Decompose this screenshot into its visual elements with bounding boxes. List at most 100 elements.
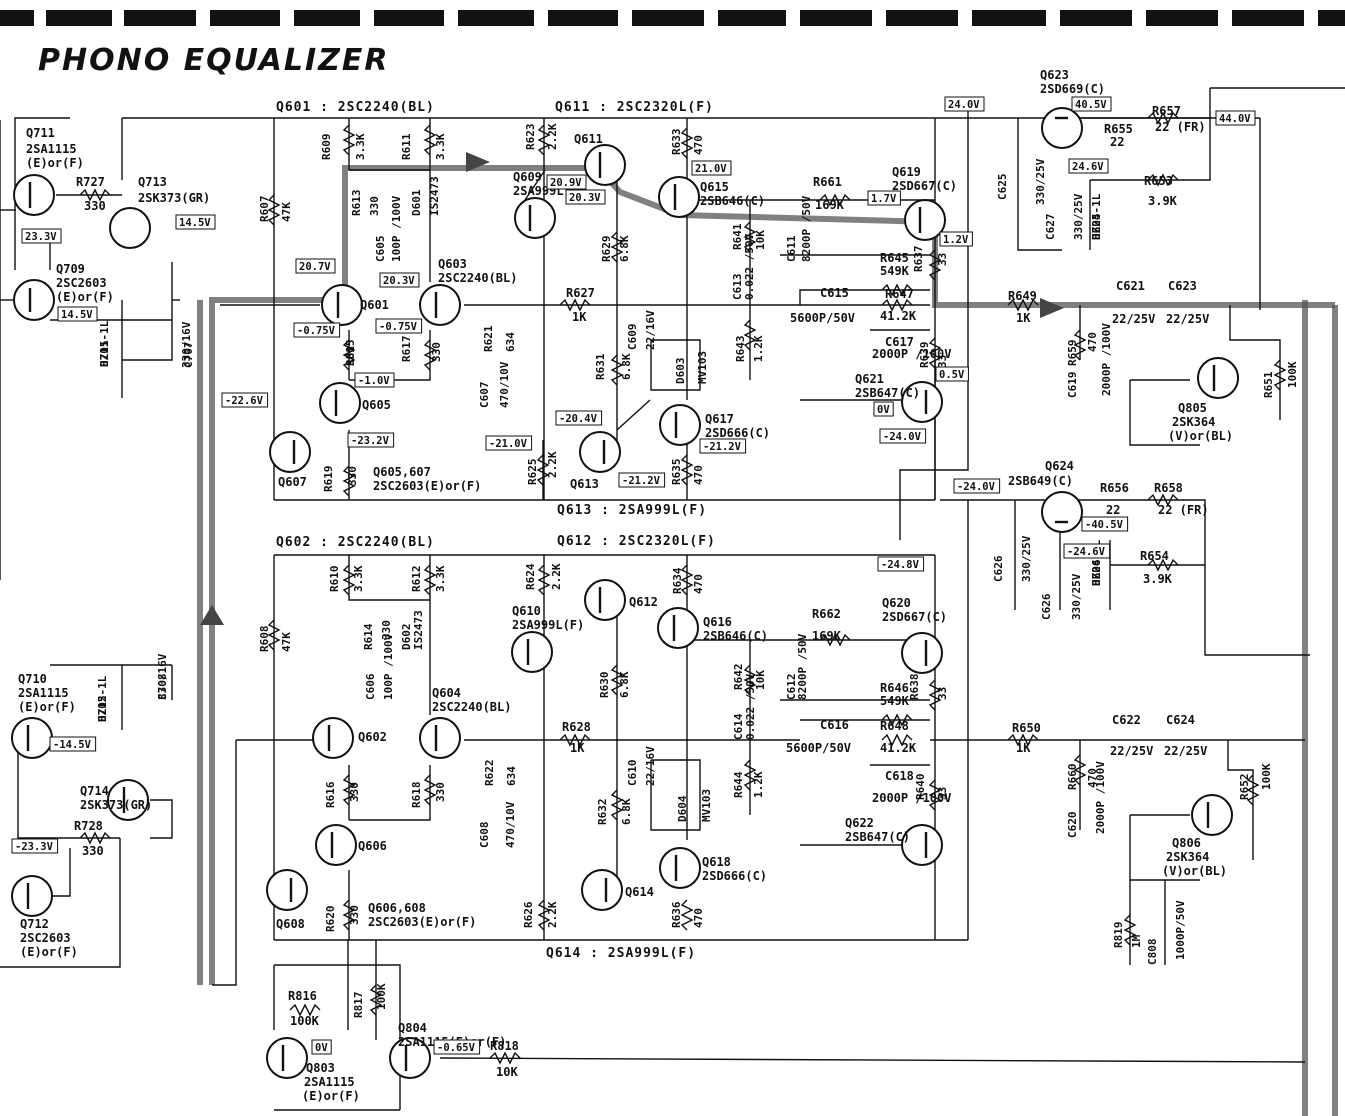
transistor-Q606-label: Q606 (358, 839, 387, 853)
component-R727-value: 330 (84, 199, 106, 213)
voltage-v25: 0V (873, 401, 894, 417)
component-R635-ref: R635 (670, 459, 683, 486)
voltage-v2-text: 14.5V (179, 217, 211, 229)
component-D605-ref: D605 (1090, 214, 1103, 241)
component-R628-value: 1K (570, 741, 585, 755)
component-R621-ref: R621 (482, 325, 495, 352)
component-C611-value: 8200P /50V (800, 195, 813, 262)
component-C608-value: 470/10V (504, 801, 517, 848)
component-R642-value: 10K (754, 670, 767, 690)
transistor-Q712-part: 2SC2603 (20, 931, 71, 945)
component-R648-value: 41.2K (880, 741, 917, 755)
voltage-v4-text: 20.7V (299, 261, 331, 273)
component-R617-value: 330 (430, 342, 443, 362)
voltage-v15-text: -0.75V (297, 325, 336, 337)
voltage-v19-text: -23.2V (351, 435, 390, 447)
voltage-v8-text: 21.0V (695, 163, 727, 175)
component-R624-value: 2.2K (550, 563, 563, 590)
component-R609-ref: R609 (320, 134, 333, 161)
group-g1-line2: 2SC2603(E)or(F) (373, 479, 481, 493)
component-R635-value: 470 (692, 465, 705, 485)
transistor-Q601-label: Q601 (360, 298, 389, 312)
Q608-symbol (266, 869, 308, 911)
transistor-Q806-grade: (V)or(BL) (1162, 864, 1227, 878)
Q601-symbol (321, 284, 363, 326)
component-C625-value: 330/25V (1034, 158, 1047, 205)
header-h5: Q612 : 2SC2320L(F) (557, 534, 716, 549)
component-R653-value: 3.9K (1148, 194, 1178, 208)
component-R637-value: 33 (936, 253, 949, 266)
component-R645-ref: R645 (880, 251, 909, 265)
component-R616-value: 330 (348, 782, 361, 802)
component-R727-ref: R727 (76, 175, 105, 189)
component-C620-value: 2000P /100V (1094, 761, 1107, 834)
component-C708-value: 330/16V (156, 653, 169, 700)
component-R617-ref: R617 (400, 336, 413, 363)
diagram-title: PHONO EQUALIZER (38, 43, 390, 78)
transistor-Q609-label: Q609 (513, 170, 542, 184)
transistor-Q603-label: Q603 (438, 257, 467, 271)
transistor-Q610-part: 2SA999L(F) (512, 618, 584, 632)
transistor-Q616-label: Q616 (703, 615, 732, 629)
header-h2: Q611 : 2SC2320L(F) (555, 100, 714, 115)
voltage-v12: 40.5V (1071, 96, 1112, 112)
component-C615-ref: C615 (820, 286, 849, 300)
top-border (0, 8, 1345, 28)
voltage-v10: 1.2V (939, 231, 973, 247)
component-C611-ref: C611 (785, 235, 798, 262)
voltage-v9: 1.7V (867, 190, 901, 206)
voltage-v22: -21.2V (699, 438, 747, 454)
component-C609-value: 22/16V (644, 310, 657, 350)
component-R640-ref: R640 (914, 774, 927, 801)
transistor-Q624-part: 2SB649(C) (1008, 474, 1073, 488)
component-R818-value: 10K (496, 1065, 518, 1079)
transistor-Q604-part: 2SC2240(BL) (432, 700, 511, 714)
transistor-Q620-part: 2SD667(C) (882, 610, 947, 624)
component-D701-ref: D701 (98, 340, 111, 367)
component-R636-value: 470 (692, 908, 705, 928)
transistor-Q602-label: Q602 (358, 730, 387, 744)
component-C626a-value: 330/25V (1020, 535, 1033, 582)
component-R644-ref: R644 (732, 771, 745, 798)
transistor-Q610-label: Q610 (512, 604, 541, 618)
voltage-v32: -23.3V (11, 838, 59, 854)
component-C608-ref: C608 (478, 822, 491, 849)
component-R642-ref: R642 (732, 664, 745, 691)
component-R646-ref: R646 (880, 681, 909, 695)
component-R608-ref: R608 (258, 626, 271, 653)
Q617-symbol (659, 404, 701, 446)
voltage-v31-text: -14.5V (53, 739, 92, 751)
component-R618-value: 330 (434, 782, 447, 802)
component-R626-value: 2.2K (546, 901, 559, 928)
component-R728-ref: R728 (74, 819, 103, 833)
transistor-Q713-label: Q713 (138, 175, 167, 189)
voltage-v33: 0V (311, 1039, 332, 1055)
transistor-Q621-label: Q621 (855, 372, 884, 386)
Q614-symbol (581, 869, 623, 911)
component-D601-value: IS2473 (428, 176, 441, 216)
component-D606-ref: D606 (1090, 559, 1103, 586)
component-D602-value: IS2473 (412, 610, 425, 650)
transistor-Q622-part: 2SB647(C) (845, 830, 910, 844)
voltage-v21-text: -21.0V (489, 438, 528, 450)
voltage-v21: -21.0V (485, 435, 533, 451)
header-h6: Q614 : 2SA999L(F) (546, 946, 696, 961)
Q805-symbol (1197, 357, 1239, 399)
component-C617-ref: C617 (885, 335, 914, 349)
component-R640-value: 33 (936, 787, 949, 800)
Q710-symbol (11, 717, 53, 759)
component-D702-ref: D702 (96, 696, 109, 723)
component-C615-value: 5600P/50V (790, 311, 855, 325)
voltage-v20-text: -20.4V (559, 413, 598, 425)
component-R643-ref: R643 (734, 336, 747, 363)
header-h3: Q613 : 2SA999L(F) (557, 503, 707, 518)
component-R818-ref: R818 (490, 1039, 519, 1053)
component-R634-ref: R634 (671, 567, 684, 594)
voltage-v23-text: -21.2V (622, 475, 661, 487)
component-R646-value: 549K (880, 694, 910, 708)
voltage-v11-text: 24.0V (948, 99, 980, 111)
component-R662-value: 169K (812, 629, 842, 643)
component-D605-value: HZ24-1L (1090, 193, 1103, 240)
transistor-Q711-grade: (E)or(F) (26, 156, 84, 170)
component-R620-value: 330 (348, 905, 361, 925)
